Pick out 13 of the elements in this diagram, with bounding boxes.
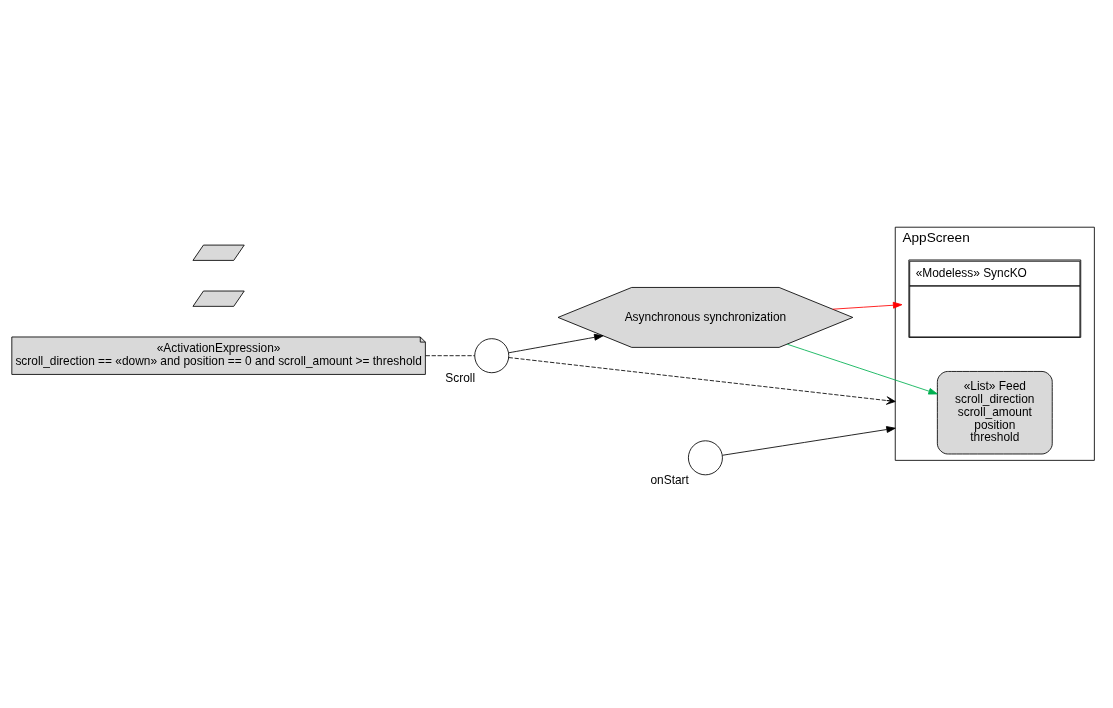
node-parallelogram: [192, 290, 245, 307]
arrow: [832, 301, 903, 310]
node-parallelogram: [192, 244, 245, 261]
node-label: Scroll: [445, 371, 476, 386]
arrow: [786, 343, 938, 395]
arrow: [508, 357, 896, 405]
node-circle: [474, 338, 510, 374]
arrow: [722, 426, 896, 456]
node-box: «List» Feed scroll_direction scroll_amount position threshold: [936, 371, 1053, 455]
node-label: onStart: [650, 473, 689, 488]
arrow: [508, 333, 604, 354]
node-circle: [687, 440, 723, 476]
connector: [425, 355, 476, 357]
